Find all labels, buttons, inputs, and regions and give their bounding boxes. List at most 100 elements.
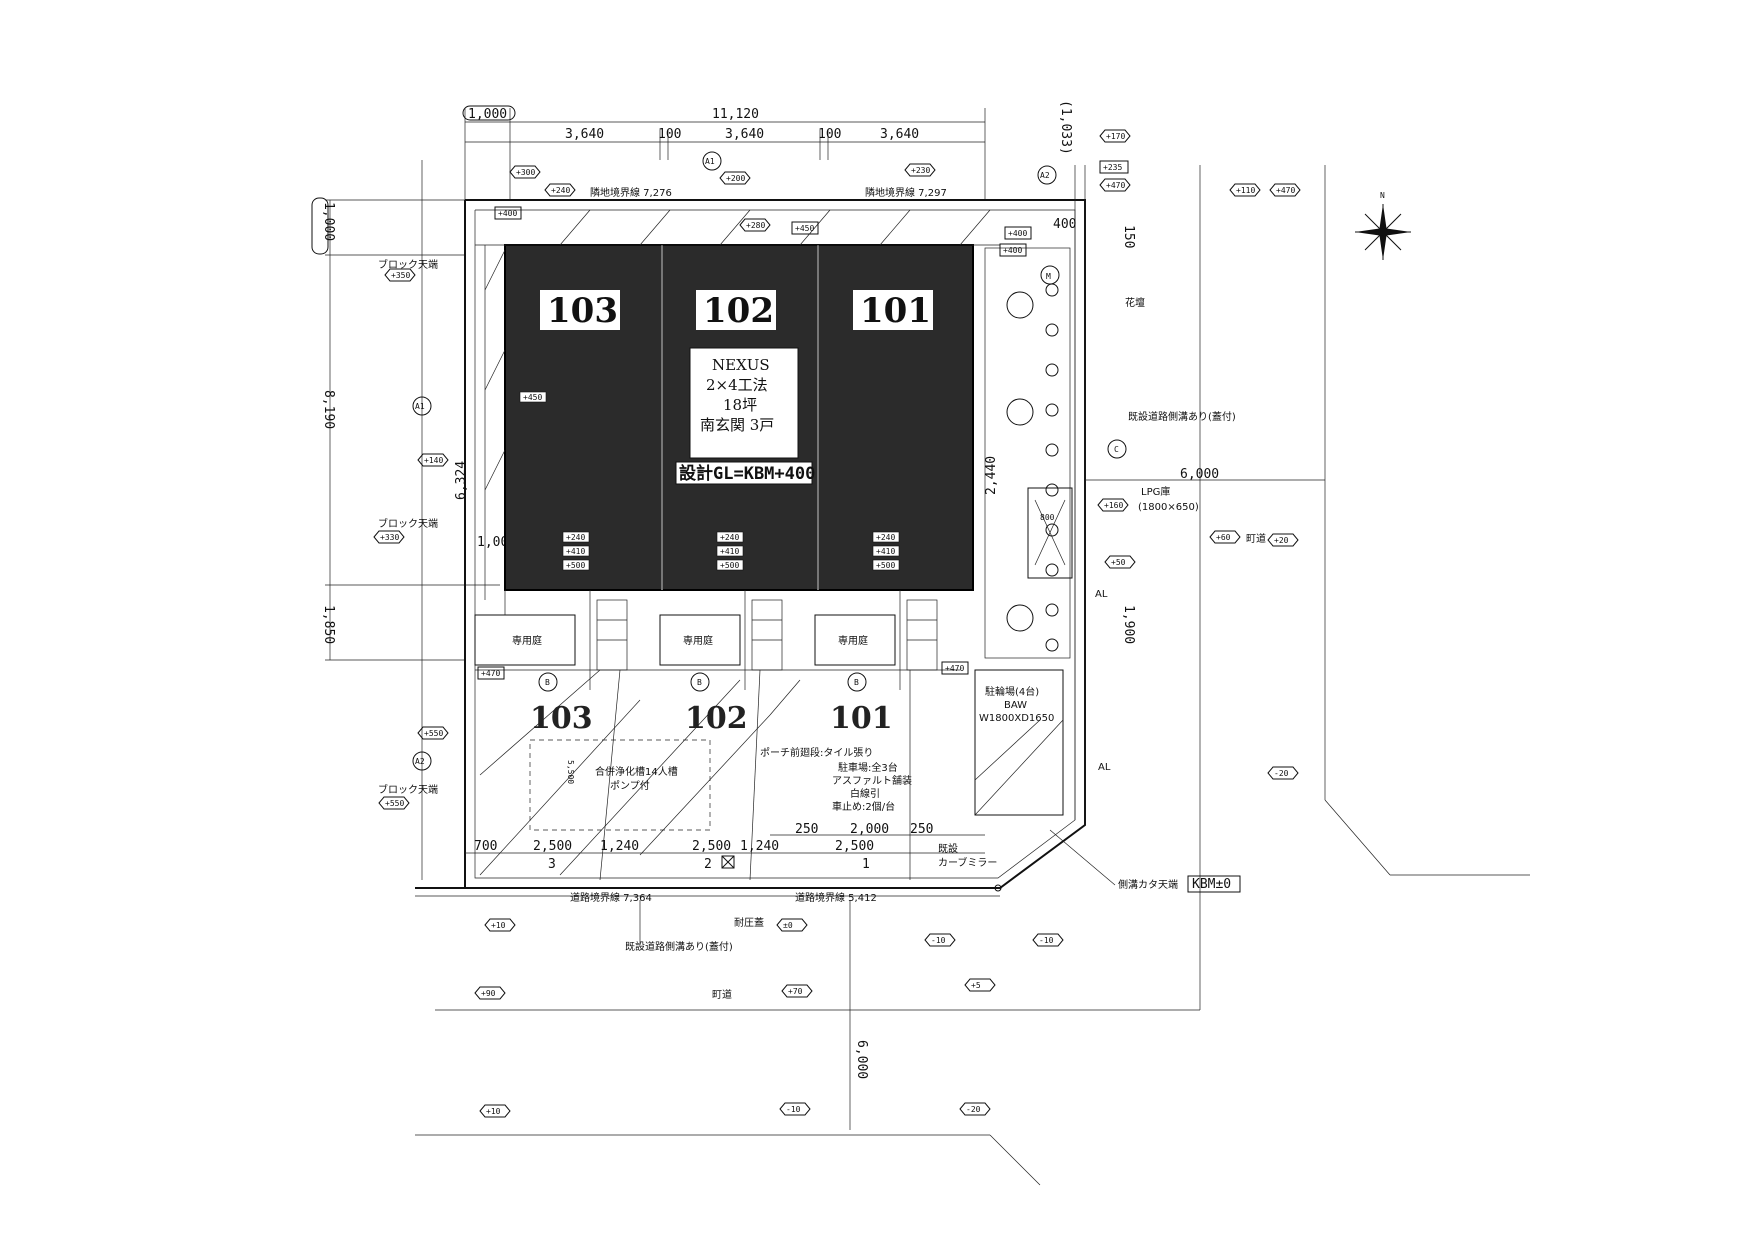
boundary-label-top-right: 隣地境界線 7,297 bbox=[865, 186, 947, 199]
parking-note-1: 駐車場:全3台 bbox=[838, 761, 898, 774]
svg-text:250: 250 bbox=[795, 822, 818, 837]
left-dimension-lines: 1,000 8,190 6,324 1,000 1,850 ブロック天端 ブロッ… bbox=[311, 160, 516, 880]
svg-text:+400: +400 bbox=[1003, 246, 1022, 255]
svg-text:-20: -20 bbox=[1274, 769, 1289, 778]
perimeter-strip bbox=[475, 209, 1000, 600]
svg-text:+350: +350 bbox=[391, 271, 410, 280]
svg-text:+330: +330 bbox=[380, 533, 399, 542]
parking-102: 102 bbox=[685, 701, 748, 736]
road-label-right: 町道 bbox=[1246, 532, 1266, 545]
unit-101-label: 101 bbox=[860, 291, 931, 331]
svg-text:B: B bbox=[545, 678, 550, 687]
svg-text:+230: +230 bbox=[911, 166, 930, 175]
lpg-size-label: (1800×650) bbox=[1138, 502, 1199, 513]
top-dimension-lines: 1,000 11,120 3,640 100 3,640 100 3,640 (… bbox=[462, 100, 1073, 200]
svg-text:-10: -10 bbox=[786, 1105, 801, 1114]
right-side-elements: M 花壇 800 LPG庫 (1800×650) 駐輪場(4台) BAW W18… bbox=[974, 217, 1236, 816]
bike-parking-type: BAW bbox=[1004, 700, 1027, 711]
left-depth-dim: 8,190 bbox=[321, 390, 336, 429]
curve-mirror-1: 既設 bbox=[938, 842, 958, 855]
top-seg-4: 100 bbox=[818, 127, 841, 142]
parking-note-2: アスファルト舗装 bbox=[832, 774, 912, 787]
design-gl-label: 設計GL=KBM+400 bbox=[679, 463, 815, 484]
parking-101: 101 bbox=[830, 701, 893, 736]
svg-text:+550: +550 bbox=[424, 729, 443, 738]
left-lower-dim: 1,850 bbox=[321, 605, 336, 644]
kbm-label: KBM±0 bbox=[1192, 877, 1231, 892]
info-line-2: 2×4工法 bbox=[706, 376, 768, 394]
garden-102: 専用庭 bbox=[683, 634, 713, 647]
svg-text:+280: +280 bbox=[746, 221, 765, 230]
svg-text:M: M bbox=[1046, 272, 1051, 281]
private-gardens: 専用庭 専用庭 専用庭 bbox=[474, 590, 938, 690]
svg-text:2,000: 2,000 bbox=[850, 822, 889, 837]
svg-text:+300: +300 bbox=[516, 168, 535, 177]
road-label: 町道 bbox=[712, 988, 732, 1001]
parking-note-3: 白線引 bbox=[850, 787, 880, 800]
al-label-2: AL bbox=[1098, 762, 1111, 773]
info-line-4: 南玄関 3戸 bbox=[700, 416, 774, 434]
lpg-dim: 800 bbox=[1040, 513, 1055, 522]
svg-text:1,240: 1,240 bbox=[740, 839, 779, 854]
right-offset-dim: (1,033) bbox=[1058, 100, 1073, 155]
svg-text:+470: +470 bbox=[1276, 186, 1295, 195]
top-seg-1: 3,640 bbox=[565, 127, 604, 142]
left-offset-dim: 1,000 bbox=[321, 202, 336, 241]
svg-text:+410: +410 bbox=[566, 547, 585, 556]
top-seg-3: 3,640 bbox=[725, 127, 764, 142]
elevation-tags: +300 +240 +200 +230 +170 +235 +470 +110 … bbox=[373, 129, 1301, 1118]
svg-text:A1: A1 bbox=[705, 157, 715, 166]
svg-text:+500: +500 bbox=[566, 561, 585, 570]
road-width-right-dim: 6,000 bbox=[1180, 467, 1219, 482]
svg-text:B: B bbox=[854, 678, 859, 687]
svg-text:+400: +400 bbox=[498, 209, 517, 218]
svg-text:250: 250 bbox=[910, 822, 933, 837]
svg-text:-20: -20 bbox=[966, 1105, 981, 1114]
block-top-label-2: ブロック天端 bbox=[378, 517, 438, 530]
lpg-height-dim: 2,440 bbox=[984, 456, 999, 495]
svg-text:3: 3 bbox=[548, 857, 556, 872]
svg-text:+200: +200 bbox=[726, 174, 745, 183]
parking-area: 103 102 101 合併浄化槽14人槽 ポンプ付 5,500 ポーチ前廻段:… bbox=[475, 669, 960, 881]
bottom-dimension-lines: 700 2,500 1,240 2,500 1,240 250 2,000 25… bbox=[465, 822, 985, 872]
svg-text:+50: +50 bbox=[1111, 558, 1126, 567]
garden-101: 専用庭 bbox=[838, 634, 868, 647]
svg-text:2: 2 bbox=[704, 857, 712, 872]
porch-note: ポーチ前廻段:タイル張り bbox=[760, 746, 873, 759]
flower-bed-label: 花壇 bbox=[1125, 296, 1145, 309]
existing-gutter-right: 既設道路側溝あり(蓋付) bbox=[1128, 410, 1236, 423]
svg-text:+500: +500 bbox=[876, 561, 895, 570]
lpg-label: LPG庫 bbox=[1141, 485, 1170, 498]
septic-dim: 5,500 bbox=[566, 760, 575, 784]
parking-note-4: 車止め:2個/台 bbox=[832, 800, 895, 813]
svg-text:+240: +240 bbox=[720, 533, 739, 542]
svg-text:+400: +400 bbox=[1008, 229, 1027, 238]
top-total-dim: 11,120 bbox=[712, 107, 759, 122]
parking-103: 103 bbox=[530, 701, 593, 736]
svg-text:+70: +70 bbox=[788, 987, 803, 996]
svg-text:+60: +60 bbox=[1216, 533, 1231, 542]
top-offset-dim: 1,000 bbox=[468, 107, 507, 122]
info-line-1: NEXUS bbox=[712, 356, 770, 374]
svg-text:+160: +160 bbox=[1104, 501, 1123, 510]
right-top-dim: 150 bbox=[1121, 225, 1136, 248]
svg-text:A2: A2 bbox=[1040, 171, 1050, 180]
svg-text:C: C bbox=[1114, 445, 1119, 454]
site-boundary: 隣地境界線 7,276 隣地境界線 7,297 道路境界線 7,364 道路境界… bbox=[464, 165, 1086, 904]
unit-labels: 103 102 101 bbox=[540, 290, 933, 331]
svg-text:+235: +235 bbox=[1103, 163, 1122, 172]
svg-text:2,500: 2,500 bbox=[692, 839, 731, 854]
svg-text:1: 1 bbox=[862, 857, 870, 872]
svg-text:+90: +90 bbox=[481, 989, 496, 998]
svg-text:1,240: 1,240 bbox=[600, 839, 639, 854]
septic-note-2: ポンプ付 bbox=[610, 779, 650, 792]
bike-parking-label: 駐輪場(4台) bbox=[985, 685, 1039, 698]
svg-text:+470: +470 bbox=[1106, 181, 1125, 190]
bike-parking-size: W1800XD1650 bbox=[979, 713, 1054, 724]
road-width-dim: 6,000 bbox=[854, 1040, 869, 1079]
svg-text:+170: +170 bbox=[1106, 132, 1125, 141]
right-top2-dim: 400 bbox=[1053, 217, 1076, 232]
svg-text:700: 700 bbox=[474, 839, 497, 854]
svg-text:2,500: 2,500 bbox=[835, 839, 874, 854]
